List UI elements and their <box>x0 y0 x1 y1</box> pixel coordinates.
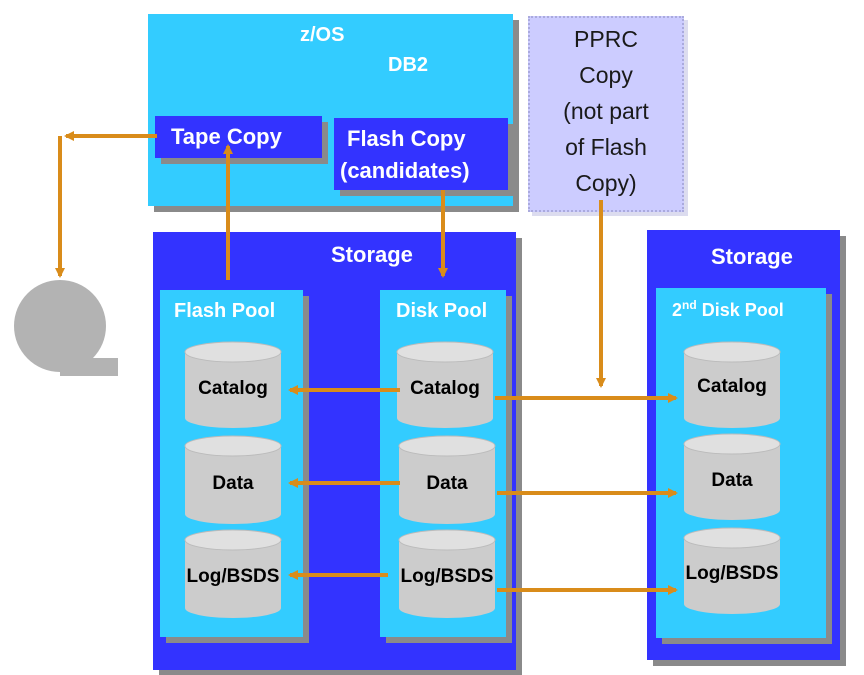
disk-log-label: Log/BSDS <box>400 566 494 587</box>
zos-host-box: z/OS DB2 <box>148 14 513 206</box>
pprc-note-box: PPRC Copy (not part of Flash Copy) <box>528 16 684 212</box>
second-log-cylinder <box>683 527 781 614</box>
flash-log-label: Log/BSDS <box>186 566 280 587</box>
disk-data-cylinder <box>398 435 496 524</box>
second-catalog-cylinder <box>683 341 781 428</box>
flash-copy-box: Flash Copy (candidates) <box>334 118 508 190</box>
flash-catalog-label: Catalog <box>198 378 268 399</box>
flash-copy-label-line2: (candidates) <box>340 158 470 183</box>
second-disk-pool-title-sup: nd <box>682 298 697 312</box>
disk-log-cylinder <box>398 529 496 618</box>
secondary-storage-title: Storage <box>711 244 793 269</box>
second-disk-pool-title: 2nd Disk Pool <box>672 298 784 321</box>
pprc-line-1: PPRC <box>574 26 638 52</box>
flash-data-cylinder <box>184 435 282 524</box>
second-catalog-label: Catalog <box>697 376 767 397</box>
flash-catalog-cylinder <box>184 341 282 428</box>
second-disk-pool-title-num: 2 <box>672 300 683 320</box>
disk-data-label: Data <box>426 473 468 494</box>
flash-copy-label-line1: Flash Copy <box>347 126 466 151</box>
pprc-line-2: Copy <box>579 62 633 88</box>
second-data-label: Data <box>711 470 753 491</box>
pprc-line-5: Copy) <box>575 170 637 196</box>
tape-reel-icon <box>14 280 118 376</box>
disk-pool-title: Disk Pool <box>396 300 488 322</box>
flash-log-cylinder <box>184 529 282 618</box>
second-disk-pool-title-rest: Disk Pool <box>696 300 784 320</box>
flash-data-label: Data <box>212 473 254 494</box>
primary-storage-title: Storage <box>331 242 413 267</box>
pprc-line-3: (not part <box>563 98 649 124</box>
zos-label: z/OS <box>300 24 345 46</box>
db2-label: DB2 <box>388 54 429 76</box>
disk-catalog-label: Catalog <box>410 378 480 399</box>
pprc-line-4: of Flash <box>565 134 647 160</box>
disk-catalog-cylinder <box>396 341 494 428</box>
second-data-cylinder <box>683 433 781 520</box>
second-log-label: Log/BSDS <box>685 563 779 584</box>
flash-pool-title: Flash Pool <box>174 300 276 322</box>
